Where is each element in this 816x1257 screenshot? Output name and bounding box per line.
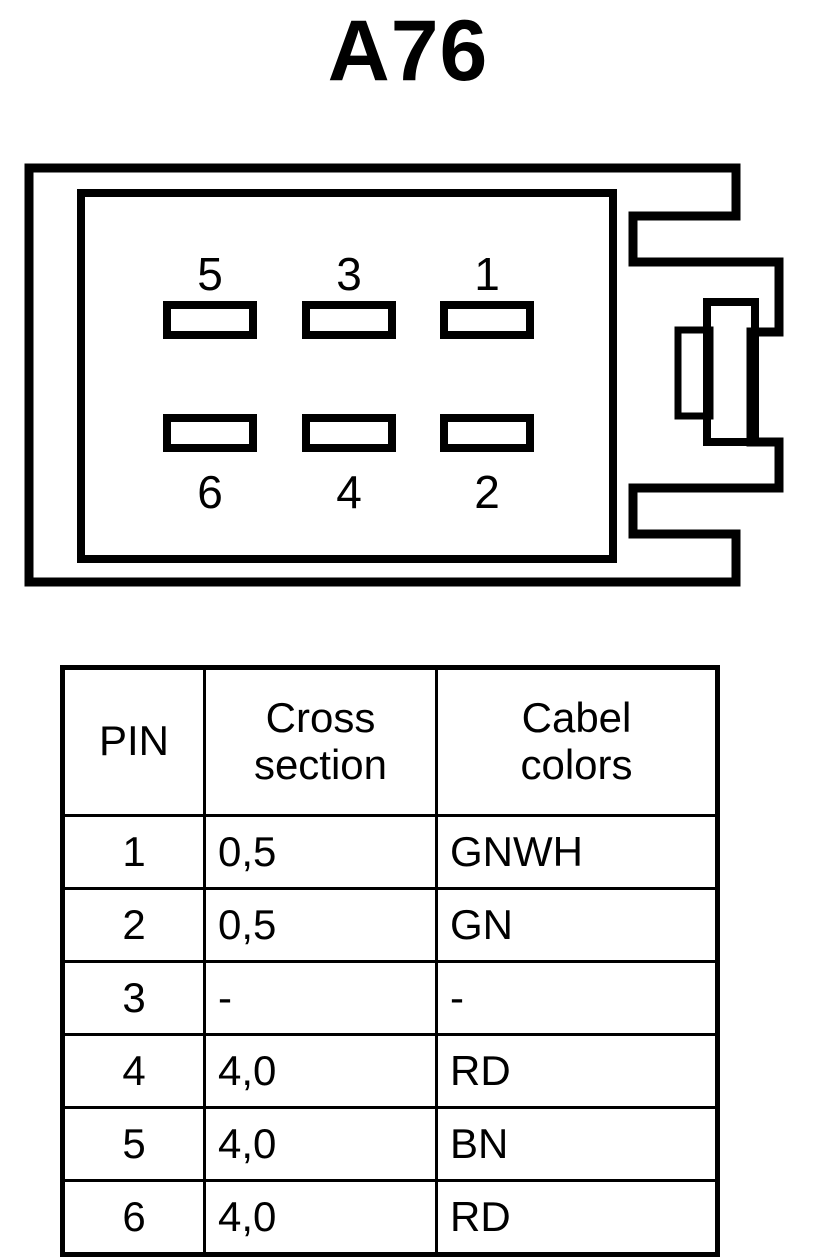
cell-cabel-colors: GN: [435, 887, 719, 963]
connector-svg: 5 3 1 6 4 2: [24, 163, 784, 587]
cell-pin-number: 2: [61, 887, 206, 963]
column-header-cross-section-line2: section: [253, 741, 388, 788]
cell-cross-section: 0,5: [203, 887, 438, 963]
column-header-cross-section: Cross section: [203, 666, 438, 817]
cell-cross-section: 4,0: [203, 1179, 438, 1256]
pin-slot-2[interactable]: [440, 414, 534, 452]
connector-diagram: 5 3 1 6 4 2: [0, 150, 816, 610]
column-header-cabel-colors-line2: colors: [520, 741, 633, 788]
pin-table-header: PIN Cross section Cabel colors: [61, 666, 719, 817]
cell-pin-number: 3: [61, 960, 206, 1036]
table-row: 3--: [61, 960, 719, 1036]
column-header-pin-text: PIN: [98, 717, 169, 765]
connector-inner-cavity: [77, 189, 617, 563]
cell-cabel-colors: BN: [435, 1106, 719, 1182]
cell-cabel-colors: RD: [435, 1179, 719, 1256]
latch-small-slot: [674, 326, 714, 420]
cell-pin-number: 5: [61, 1106, 206, 1182]
table-header-row: PIN Cross section Cabel colors: [61, 666, 719, 817]
pin-label-2: 2: [474, 466, 500, 518]
cell-cross-section: -: [203, 960, 438, 1036]
pin-label-6: 6: [197, 466, 223, 518]
pin-slot-6[interactable]: [163, 414, 257, 452]
cell-pin-number: 1: [61, 814, 206, 890]
cell-cabel-colors: GNWH: [435, 814, 719, 890]
pin-slot-5[interactable]: [163, 301, 257, 339]
pin-label-1: 1: [474, 248, 500, 300]
cell-cross-section: 4,0: [203, 1106, 438, 1182]
column-header-cross-section-line1: Cross: [265, 693, 376, 741]
pin-label-4: 4: [336, 466, 362, 518]
cell-cabel-colors: -: [435, 960, 719, 1036]
page-title: A76: [327, 3, 489, 99]
column-header-pin: PIN: [61, 666, 206, 817]
cell-cabel-colors: RD: [435, 1033, 719, 1109]
pin-label-3: 3: [336, 248, 362, 300]
cell-pin-number: 6: [61, 1179, 206, 1256]
cell-cross-section: 4,0: [203, 1033, 438, 1109]
cell-cross-section: 0,5: [203, 814, 438, 890]
column-header-cabel-colors: Cabel colors: [435, 666, 719, 817]
connector-housing-outline: [24, 163, 784, 587]
pin-label-5: 5: [197, 248, 223, 300]
cell-pin-number: 4: [61, 1033, 206, 1109]
pin-slot-3[interactable]: [302, 301, 396, 339]
pin-slot-1[interactable]: [440, 301, 534, 339]
pin-slot-4[interactable]: [302, 414, 396, 452]
column-header-cabel-colors-line1: Cabel: [521, 693, 632, 741]
